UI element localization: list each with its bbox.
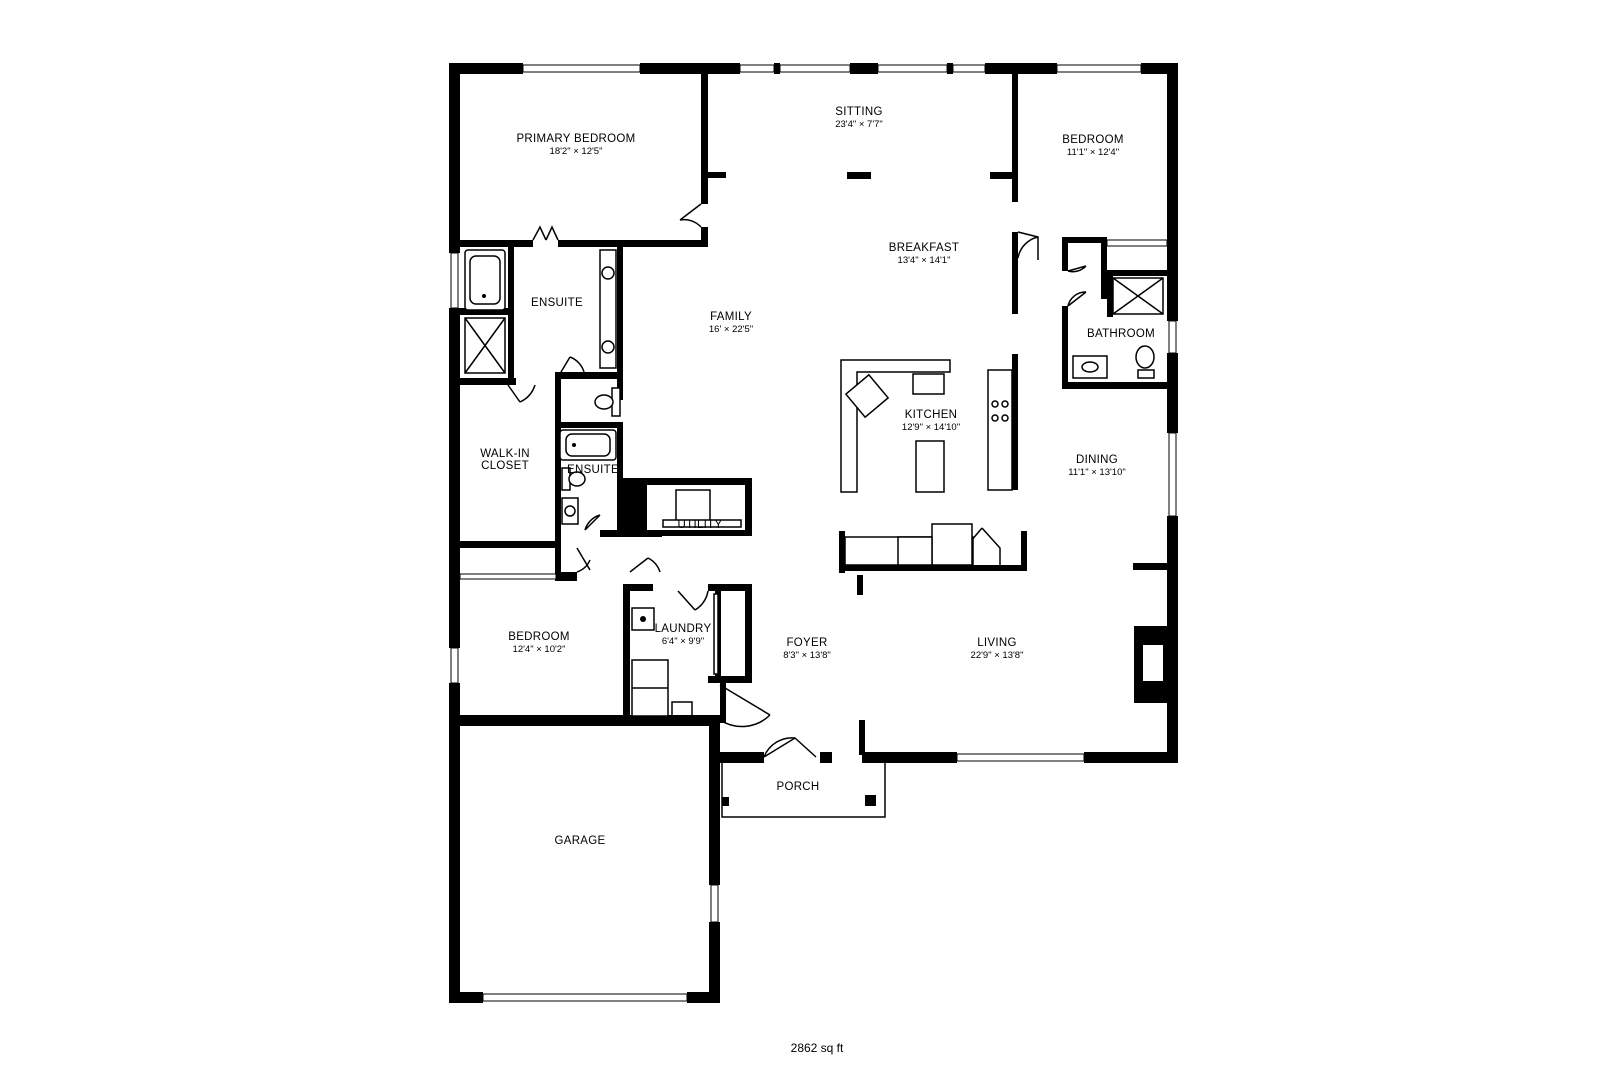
porch-label: PORCH xyxy=(776,781,819,793)
total-area-label: 2862 sq ft xyxy=(791,1041,844,1055)
primary-bedroom-dim: 18'2" × 12'5" xyxy=(550,146,603,157)
primary-bedroom-label: PRIMARY BEDROOM xyxy=(516,133,635,145)
interior-walls xyxy=(459,74,1168,755)
dining-label: DINING xyxy=(1076,454,1118,466)
walk-in-closet-label-2: CLOSET xyxy=(481,460,529,472)
living-label: LIVING xyxy=(977,637,1017,649)
utility-label: UTILITY xyxy=(678,519,723,531)
kitchen-label: KITCHEN xyxy=(905,409,958,421)
foyer-label: FOYER xyxy=(786,637,827,649)
bedroom-ne-dim: 11'1" × 12'4" xyxy=(1067,147,1119,158)
room-labels: PRIMARY BEDROOM 18'2" × 12'5" SITTING 23… xyxy=(480,106,1155,1055)
walk-in-closet-label-1: WALK-IN xyxy=(480,448,530,460)
family-label: FAMILY xyxy=(710,311,752,323)
family-dim: 16' × 22'5" xyxy=(709,324,753,335)
living-dim: 22'9" × 13'8" xyxy=(971,650,1024,661)
fixtures xyxy=(464,249,1164,818)
breakfast-dim: 13'4" × 14'1" xyxy=(898,255,951,266)
ensuite-2-label: ENSUITE xyxy=(567,464,619,476)
kitchen-dim: 12'9" × 14'10" xyxy=(902,422,960,433)
foyer-dim: 8'3" × 13'8" xyxy=(783,650,831,661)
garage-label: GARAGE xyxy=(554,835,605,847)
ensuite-1-label: ENSUITE xyxy=(531,297,583,309)
bedroom-sw-label: BEDROOM xyxy=(508,631,570,643)
breakfast-label: BREAKFAST xyxy=(889,242,959,254)
sitting-label: SITTING xyxy=(835,106,882,118)
bedroom-sw-dim: 12'4" × 10'2" xyxy=(513,644,566,655)
dining-dim: 11'1" × 13'10" xyxy=(1068,467,1125,478)
laundry-label: LAUNDRY xyxy=(655,623,712,635)
sitting-dim: 23'4" × 7'7" xyxy=(835,119,883,130)
bedroom-ne-label: BEDROOM xyxy=(1062,134,1124,146)
laundry-dim: 6'4" × 9'9" xyxy=(662,636,704,647)
bathroom-label: BATHROOM xyxy=(1087,328,1155,340)
